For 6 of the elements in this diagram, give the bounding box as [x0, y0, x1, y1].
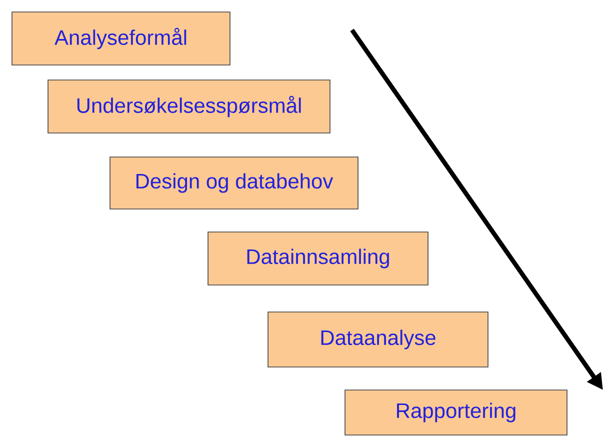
step-box: Rapportering — [344, 390, 568, 436]
step-box: Undersøkelsesspørsmål — [48, 80, 330, 134]
step-box: Analyseformål — [12, 12, 230, 66]
step-box: Dataanalyse — [268, 312, 488, 368]
step-box: Datainnsamling — [208, 232, 428, 286]
step-box: Design og databehov — [110, 156, 358, 210]
